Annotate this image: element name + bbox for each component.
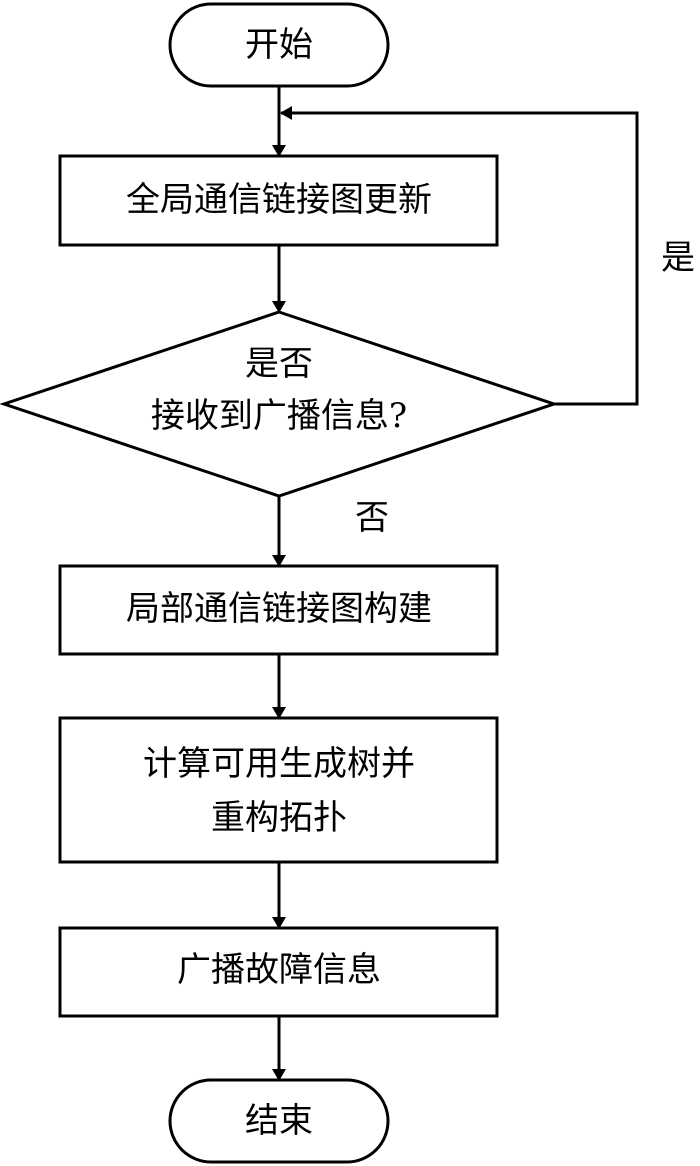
decision-line1: 是否 [245,344,313,384]
end-node: 结束 [168,1078,390,1164]
decision-line2: 接收到广播信息? [151,396,407,436]
no-label: 否 [355,498,389,538]
compute-line2: 重构拓扑 [211,798,347,838]
compute-node: 计算可用生成树并 重构拓扑 [58,716,499,864]
start-label: 开始 [245,25,313,65]
end-label: 结束 [245,1101,313,1141]
build-label: 局部通信链接图构建 [126,589,432,629]
update-node: 全局通信链接图更新 [58,154,499,247]
broadcast-node: 广播故障信息 [58,926,499,1018]
broadcast-label: 广播故障信息 [177,950,381,990]
compute-line1: 计算可用生成树并 [143,744,415,784]
start-node: 开始 [168,2,390,88]
build-node: 局部通信链接图构建 [58,564,499,656]
yes-label: 是 [661,238,695,278]
update-label: 全局通信链接图更新 [126,180,432,220]
decision-node: 是否 接收到广播信息? [0,310,559,498]
arrow-yes-loop [280,106,639,406]
